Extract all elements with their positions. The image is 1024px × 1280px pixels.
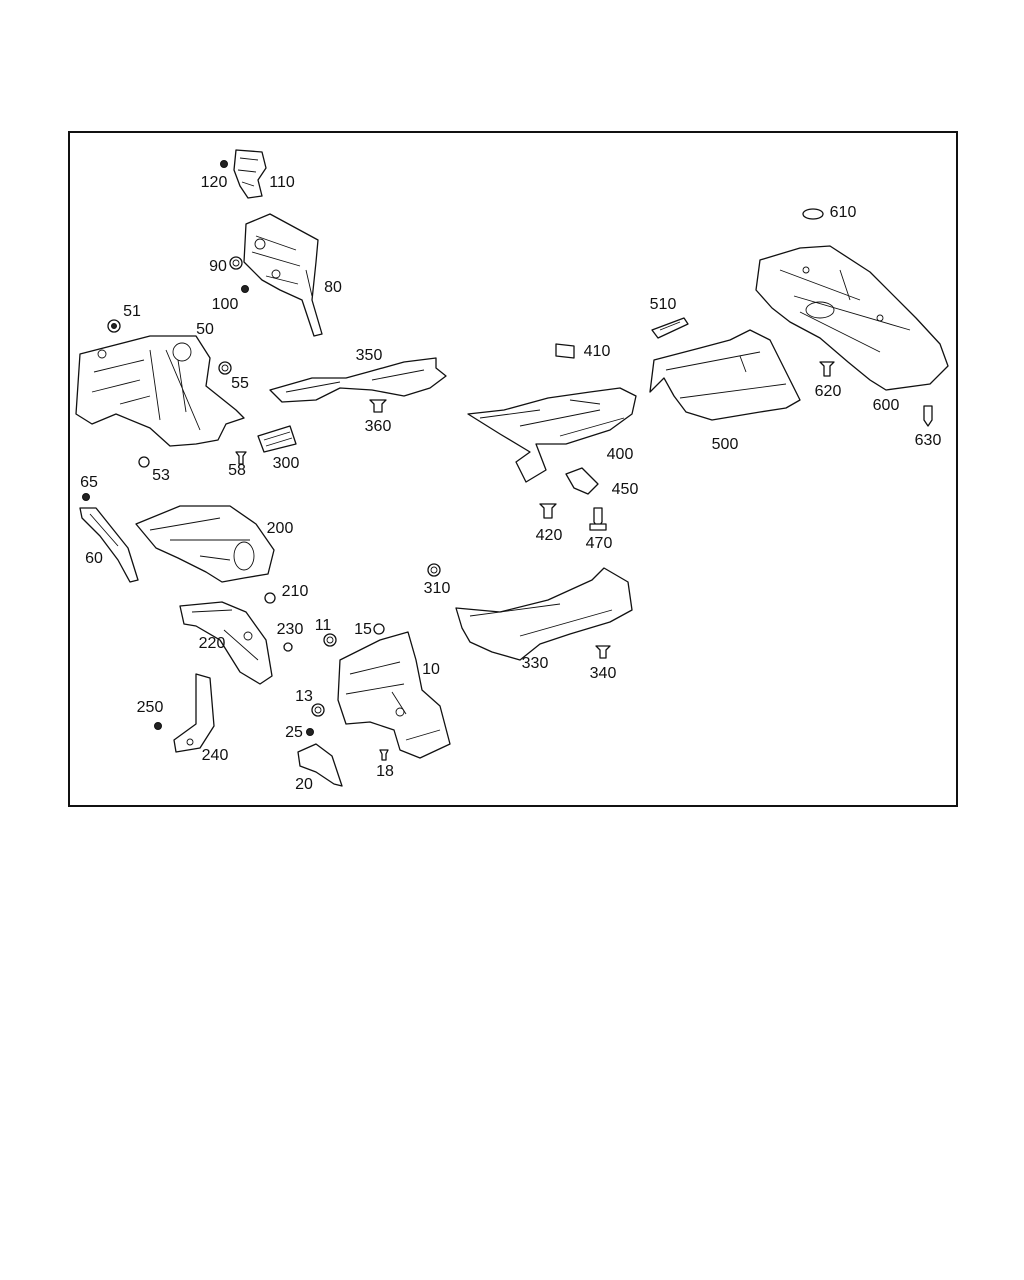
label-100: 100 xyxy=(211,296,239,313)
part-200 xyxy=(135,505,275,583)
part-420 xyxy=(539,503,557,519)
part-610 xyxy=(802,208,824,220)
label-620: 620 xyxy=(814,383,842,400)
label-15: 15 xyxy=(354,621,372,638)
label-470: 470 xyxy=(585,535,613,552)
label-58: 58 xyxy=(228,462,246,479)
part-51 xyxy=(107,319,121,333)
part-90 xyxy=(229,256,243,270)
label-220: 220 xyxy=(198,635,226,652)
part-25 xyxy=(306,728,314,736)
label-210: 210 xyxy=(281,583,309,600)
label-50: 50 xyxy=(196,321,214,338)
label-340: 340 xyxy=(589,665,617,682)
part-230 xyxy=(283,642,293,652)
part-330 xyxy=(455,567,633,661)
label-410: 410 xyxy=(583,343,611,360)
label-230: 230 xyxy=(276,621,304,638)
part-450 xyxy=(565,467,599,495)
part-410 xyxy=(555,343,575,359)
part-58 xyxy=(235,451,247,465)
label-110: 110 xyxy=(269,174,295,191)
label-65: 65 xyxy=(80,474,98,491)
label-420: 420 xyxy=(535,527,563,544)
label-610: 610 xyxy=(829,204,857,221)
part-310 xyxy=(427,563,441,577)
label-450: 450 xyxy=(611,481,639,498)
part-340 xyxy=(595,645,611,659)
label-80: 80 xyxy=(324,279,342,296)
part-350 xyxy=(269,357,447,403)
label-350: 350 xyxy=(355,347,383,364)
part-18 xyxy=(379,749,389,761)
label-200: 200 xyxy=(266,520,294,537)
part-620 xyxy=(819,361,835,377)
label-51: 51 xyxy=(123,303,141,320)
label-120: 120 xyxy=(200,174,228,191)
label-310: 310 xyxy=(423,580,451,597)
part-220 xyxy=(179,601,273,685)
label-11: 11 xyxy=(314,617,332,634)
part-250 xyxy=(154,722,162,730)
part-60 xyxy=(79,507,139,583)
label-55: 55 xyxy=(231,375,249,392)
part-20 xyxy=(297,743,343,787)
label-20: 20 xyxy=(295,776,313,793)
part-65 xyxy=(82,493,90,501)
label-510: 510 xyxy=(649,296,677,313)
part-11 xyxy=(323,633,337,647)
part-400 xyxy=(467,387,637,483)
label-18: 18 xyxy=(376,763,394,780)
label-60: 60 xyxy=(85,550,103,567)
label-240: 240 xyxy=(201,747,229,764)
part-100 xyxy=(241,285,249,293)
part-630 xyxy=(923,405,933,427)
part-600 xyxy=(755,245,949,391)
part-500 xyxy=(649,329,801,421)
part-210 xyxy=(264,592,276,604)
label-25: 25 xyxy=(285,724,303,741)
part-80 xyxy=(243,213,323,337)
label-53: 53 xyxy=(152,467,170,484)
part-55 xyxy=(218,361,232,375)
label-330: 330 xyxy=(521,655,549,672)
label-250: 250 xyxy=(136,699,164,716)
part-15 xyxy=(373,623,385,635)
part-53 xyxy=(138,456,150,468)
part-300 xyxy=(257,425,297,453)
label-10: 10 xyxy=(422,661,440,678)
label-400: 400 xyxy=(606,446,634,463)
label-13: 13 xyxy=(295,688,313,705)
label-500: 500 xyxy=(711,436,739,453)
part-240 xyxy=(173,673,215,753)
diagram-frame xyxy=(68,131,958,807)
part-510 xyxy=(651,317,689,339)
part-120 xyxy=(220,160,228,168)
label-600: 600 xyxy=(872,397,900,414)
part-10 xyxy=(337,631,451,759)
part-110 xyxy=(233,149,267,199)
part-13 xyxy=(311,703,325,717)
label-360: 360 xyxy=(364,418,392,435)
part-50 xyxy=(75,335,245,447)
label-300: 300 xyxy=(272,455,300,472)
label-630: 630 xyxy=(914,432,942,449)
part-360 xyxy=(369,399,387,413)
part-470 xyxy=(589,507,607,531)
label-90: 90 xyxy=(209,258,227,275)
